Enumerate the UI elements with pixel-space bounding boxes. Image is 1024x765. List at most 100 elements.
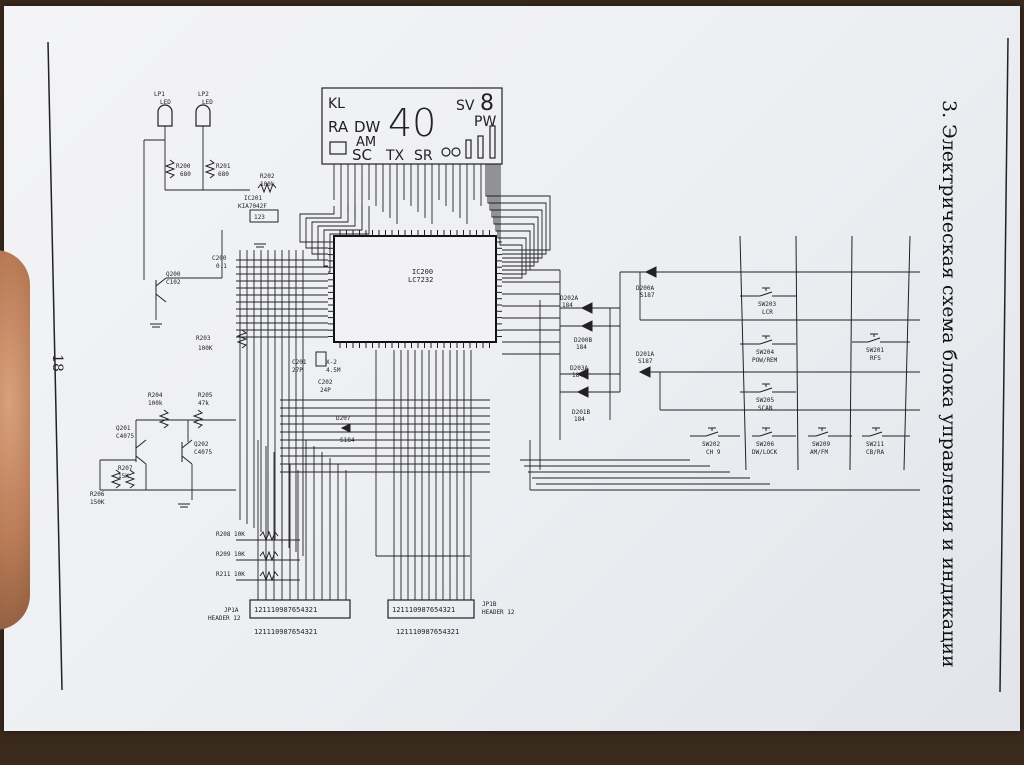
d203a-ref: D203A (570, 365, 588, 372)
d201b-ref: D201B (572, 409, 590, 416)
wire (759, 291, 773, 297)
transistor-symbols (135, 277, 193, 465)
left-margin-rule (47, 41, 63, 691)
r207-val: 15K (118, 473, 129, 480)
r209-label: R209 10K (216, 551, 245, 558)
lcd-dw: DW (354, 118, 381, 136)
d200b-ref: D200B (574, 337, 592, 344)
wire (759, 431, 773, 437)
lcd-am: AM (356, 135, 376, 150)
d207-part: S184 (340, 437, 355, 444)
q201-part: C4075 (116, 433, 134, 440)
sw205-ref: SW205 (756, 397, 774, 404)
crystal-x1 (315, 351, 327, 367)
lcd-kl: KL (328, 96, 345, 112)
wire (487, 164, 547, 255)
wire (849, 235, 853, 471)
wire (869, 431, 883, 437)
sw206-ref: SW206 (756, 441, 774, 448)
d200b-part: 184 (576, 344, 587, 351)
sw211-lbl: CB/RA (866, 449, 884, 456)
d200a-ref: D200A (636, 285, 654, 292)
wire (867, 337, 881, 343)
right-margin-rule (999, 37, 1009, 693)
c202-val: 24P (320, 387, 331, 394)
r205-val: 47k (198, 400, 209, 407)
r202-val: 100k (260, 181, 275, 188)
thumb (0, 250, 30, 630)
wire (311, 206, 349, 255)
c201-ref: C201 (292, 359, 307, 366)
led-lp1 (157, 104, 173, 127)
led-lp2 (195, 104, 211, 127)
c201-val: 27P (292, 367, 303, 374)
lcd-sc: SC (352, 146, 372, 164)
sw211-ref: SW211 (866, 441, 884, 448)
wire (299, 206, 335, 243)
x1-val: 4.5M (326, 367, 341, 374)
r200-ref: R200 (176, 163, 191, 170)
resistor-zigzags (110, 159, 279, 582)
wire (739, 235, 747, 471)
diode-symbols (340, 266, 657, 433)
r204-val: 100k (148, 400, 163, 407)
jp1b-header (387, 599, 475, 619)
wire (497, 164, 527, 275)
wire (759, 339, 773, 345)
d202a-part: 184 (562, 302, 573, 309)
sw203-lbl: LCR (762, 309, 773, 316)
jp1b-pins-bot: 121110987654321 (396, 628, 459, 636)
jp1b-type: HEADER 12 (482, 609, 515, 616)
lcd-tx: TX (385, 148, 405, 164)
wire (815, 431, 829, 437)
r202-ref: R202 (260, 173, 275, 180)
r205-ref: R205 (198, 392, 213, 399)
sw204-lbl: POW/REM (752, 357, 778, 364)
ic200-part: LC7232 (408, 276, 433, 284)
wire (323, 206, 363, 267)
wire (305, 206, 342, 249)
ic201-part: KIA7042F (238, 203, 267, 210)
ic200-ref: IC200 (412, 268, 433, 276)
jp1a-pins-bot: 121110987654321 (254, 628, 317, 636)
q202-part: C4075 (194, 449, 212, 456)
wire (328, 206, 370, 273)
lcd-pw: PW (474, 114, 496, 130)
sw201-ref: SW201 (866, 347, 884, 354)
jp1b-pins-top: 121110987654321 (392, 606, 455, 614)
r211-label: R211 10K (216, 571, 245, 578)
led-lp1-type: LED (160, 99, 171, 106)
q200-ref: Q200 (166, 271, 181, 278)
d203a-part: 184 (572, 372, 583, 379)
ic201-pins: 123 (254, 214, 265, 221)
jp1a-type: HEADER 12 (208, 615, 241, 622)
c202-ref: C202 (318, 379, 333, 386)
lcd-digits: 40 (388, 101, 436, 145)
led-lp2-label: LP2 (198, 91, 209, 98)
jp1b-ref: JP1B (482, 601, 497, 608)
r208-label: R208 10K (216, 531, 245, 538)
ic201-ref: IC201 (244, 195, 262, 202)
d202a-ref: D202A (560, 295, 578, 302)
page-number: 18 (48, 354, 65, 372)
lcd-display (321, 87, 503, 165)
sw202-ref: SW202 (702, 441, 720, 448)
ic200-chip (333, 235, 497, 343)
wire (705, 431, 719, 437)
r204-ref: R204 (148, 392, 163, 399)
q201-ref: Q201 (116, 425, 131, 432)
sw206-lbl: DW/LOCK (752, 449, 778, 456)
led-lp2-type: LED (202, 99, 213, 106)
sw209-lbl: AM/FM (810, 449, 828, 456)
lcd-bus (299, 164, 551, 279)
q200-part: C102 (166, 279, 181, 286)
sw209-ref: SW209 (812, 441, 830, 448)
lcd-sr: SR (414, 148, 433, 164)
d200a-part: S187 (640, 292, 655, 299)
sw201-lbl: RFS (870, 355, 881, 362)
lcd-sv: SV (456, 98, 475, 114)
jp1a-pins-top: 121110987654321 (254, 606, 317, 614)
ground-symbols (150, 243, 266, 508)
sw202-lbl: CH 9 (706, 449, 721, 456)
